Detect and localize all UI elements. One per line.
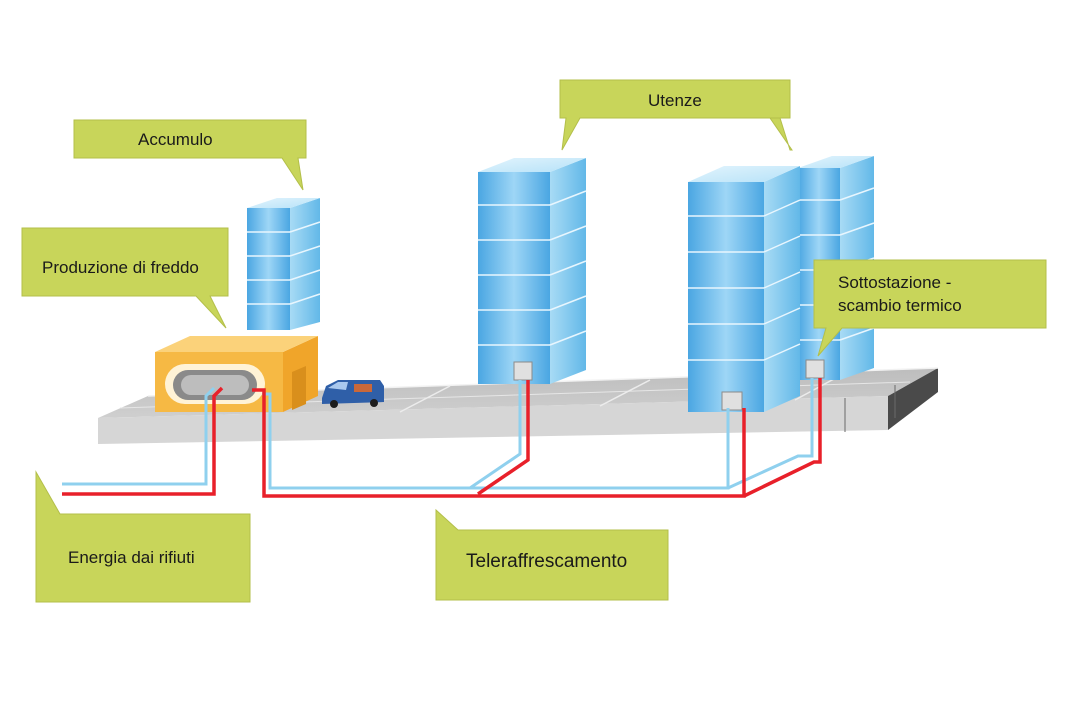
label-teleraffrescamento: Teleraffrescamento	[466, 551, 627, 572]
building-icon	[478, 158, 587, 384]
hot-pipe-network	[62, 378, 822, 498]
storage-tower	[247, 198, 321, 330]
building-icon	[688, 166, 801, 412]
callout-energia: Energia dai rifiuti	[35, 470, 251, 603]
callout-sottostazione: Sottostazione - scambio termico	[813, 259, 1047, 357]
substation-box	[805, 359, 825, 379]
label-energia: Energia dai rifiuti	[68, 548, 195, 567]
label-accumulo: Accumulo	[138, 130, 213, 149]
label-produzione: Produzione di freddo	[42, 258, 199, 277]
cooling-plant-icon	[155, 336, 318, 412]
label-sottostazione-line1: Sottostazione -	[838, 273, 951, 292]
callout-accumulo: Accumulo	[73, 119, 307, 191]
callout-teleraffrescamento: Teleraffrescamento	[435, 508, 669, 601]
substation-box	[721, 391, 743, 411]
callout-utenze: Utenze	[559, 79, 793, 151]
substation-box	[513, 361, 533, 381]
cold-pipe-network	[62, 378, 814, 490]
callout-produzione: Produzione di freddo	[21, 227, 229, 329]
label-utenze: Utenze	[648, 91, 702, 110]
van-icon	[322, 380, 384, 408]
label-sottostazione-line2: scambio termico	[838, 296, 962, 315]
